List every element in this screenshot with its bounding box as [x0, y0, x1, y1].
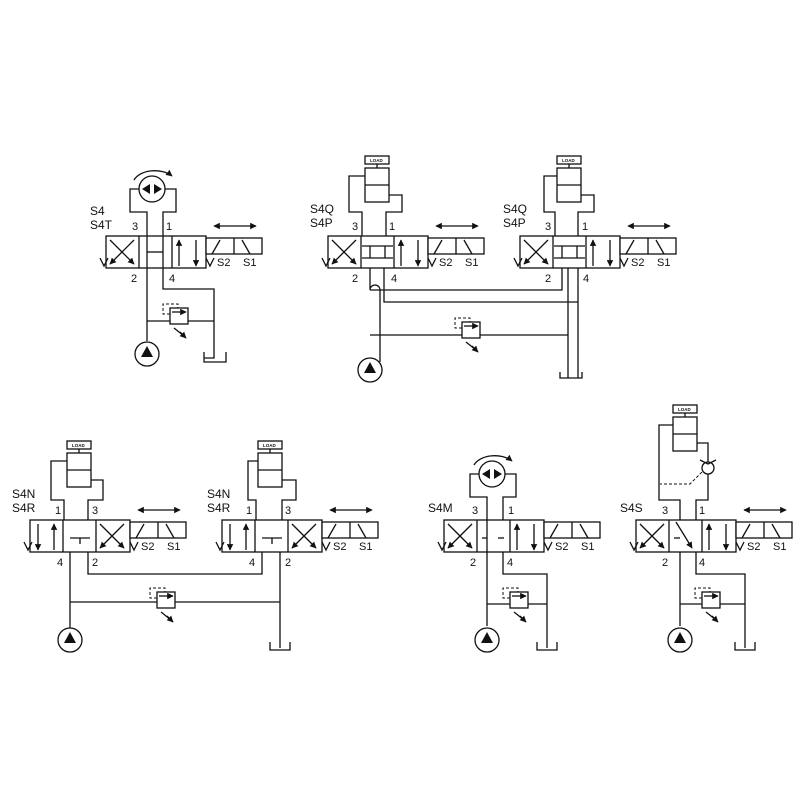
pump-n — [57, 627, 83, 653]
svg-text:S2: S2 — [555, 541, 568, 553]
svg-text:LOAD: LOAD — [562, 158, 575, 163]
svg-text:S4R: S4R — [207, 501, 231, 515]
svg-text:S1: S1 — [773, 541, 786, 553]
svg-text:LOAD: LOAD — [370, 158, 383, 163]
svg-text:1: 1 — [246, 505, 252, 517]
svg-text:1: 1 — [508, 505, 514, 517]
pump-q — [357, 357, 383, 383]
svg-text:2: 2 — [470, 557, 476, 569]
svg-text:3: 3 — [352, 221, 358, 233]
directional-valve-b — [513, 235, 621, 269]
relief-valve-n — [149, 587, 176, 623]
svg-text:3: 3 — [92, 505, 98, 517]
relief-valve-s — [694, 587, 721, 623]
svg-text:2: 2 — [662, 557, 668, 569]
svg-text:1: 1 — [699, 505, 705, 517]
svg-text:S4N: S4N — [207, 487, 230, 501]
cylinder-load-c: LOAD — [66, 440, 92, 488]
svg-text:3: 3 — [545, 221, 551, 233]
cylinder-load-d: LOAD — [257, 440, 283, 488]
svg-text:S2: S2 — [747, 541, 760, 553]
svg-text:3: 3 — [472, 505, 478, 517]
directional-valve — [99, 235, 207, 269]
svg-text:4: 4 — [57, 557, 63, 569]
svg-text:4: 4 — [507, 557, 513, 569]
circuit-s4n-pair: LOAD S4N S4R 1 3 S2 S — [12, 440, 379, 653]
svg-text:S1: S1 — [581, 541, 594, 553]
circuit-s4s: LOAD S4S 3 1 — [620, 404, 793, 653]
cylinder-load-s: LOAD — [672, 404, 698, 452]
solenoid-block-c: S2 S1 — [129, 506, 187, 553]
solenoid-block-d: S2 S1 — [321, 506, 379, 553]
pump-s — [667, 627, 693, 653]
cylinder-load-b: LOAD — [556, 155, 582, 203]
svg-text:LOAD: LOAD — [72, 443, 85, 448]
svg-text:S1: S1 — [657, 257, 670, 269]
hydraulic-motor — [133, 169, 173, 203]
solenoid-block-s: S2 S1 — [735, 506, 793, 553]
relief-valve-m — [502, 587, 529, 623]
directional-valve-c — [23, 519, 131, 553]
svg-text:4: 4 — [391, 273, 397, 285]
svg-text:S1: S1 — [465, 257, 478, 269]
directional-valve-d — [215, 519, 323, 553]
circuit-s4m: S4M 3 1 S2 — [428, 454, 601, 653]
pump — [134, 341, 160, 367]
directional-valve-a — [321, 235, 429, 269]
svg-text:S4P: S4P — [310, 216, 333, 230]
circuit-s4q-pair: LOAD S4Q S4P 3 1 S2 S — [310, 155, 677, 383]
valve-code-1: S4 — [90, 204, 105, 218]
svg-text:2: 2 — [352, 273, 358, 285]
svg-text:S2: S2 — [333, 541, 346, 553]
svg-text:1: 1 — [389, 221, 395, 233]
svg-text:S1: S1 — [243, 257, 256, 269]
svg-text:LOAD: LOAD — [678, 407, 691, 412]
svg-text:3: 3 — [132, 221, 138, 233]
svg-text:S4M: S4M — [428, 501, 453, 515]
svg-text:LOAD: LOAD — [263, 443, 276, 448]
directional-valve-m — [437, 519, 545, 553]
svg-text:S2: S2 — [439, 257, 452, 269]
svg-text:S4S: S4S — [620, 501, 643, 515]
svg-text:4: 4 — [169, 273, 175, 285]
svg-text:S2: S2 — [631, 257, 644, 269]
solenoid-block-a: S2 S1 — [427, 222, 485, 269]
directional-valve-s — [629, 519, 737, 553]
svg-text:S1: S1 — [359, 541, 372, 553]
svg-text:2: 2 — [545, 273, 551, 285]
svg-text:1: 1 — [166, 221, 172, 233]
svg-text:2: 2 — [131, 273, 137, 285]
svg-text:4: 4 — [583, 273, 589, 285]
svg-text:S4Q: S4Q — [503, 202, 527, 216]
svg-text:2: 2 — [92, 557, 98, 569]
svg-text:S4N: S4N — [12, 487, 35, 501]
svg-text:3: 3 — [662, 505, 668, 517]
svg-text:4: 4 — [249, 557, 255, 569]
valve-code-2: S4T — [90, 218, 113, 232]
svg-text:S4Q: S4Q — [310, 202, 334, 216]
cylinder-load-a: LOAD — [364, 155, 390, 203]
check-valve — [699, 459, 717, 475]
solenoid-block-m: S2 S1 — [543, 521, 601, 553]
svg-text:4: 4 — [699, 557, 705, 569]
svg-text:S4R: S4R — [12, 501, 36, 515]
svg-text:1: 1 — [55, 505, 61, 517]
svg-text:S1: S1 — [167, 541, 180, 553]
svg-text:2: 2 — [285, 557, 291, 569]
solenoid-block-b: S2 S1 — [619, 222, 677, 269]
relief-valve-q — [454, 317, 481, 353]
tank-symbol — [203, 352, 227, 363]
relief-valve — [162, 303, 189, 339]
svg-text:S2: S2 — [217, 257, 230, 269]
svg-text:S2: S2 — [141, 541, 154, 553]
svg-text:3: 3 — [285, 505, 291, 517]
svg-text:1: 1 — [582, 221, 588, 233]
hydraulic-motor-m — [473, 454, 513, 488]
solenoid-block: S2 S1 — [205, 222, 263, 269]
svg-text:S4P: S4P — [503, 216, 526, 230]
pump-m — [474, 627, 500, 653]
circuit-s4t: S4 S4T 3 1 — [90, 169, 263, 367]
